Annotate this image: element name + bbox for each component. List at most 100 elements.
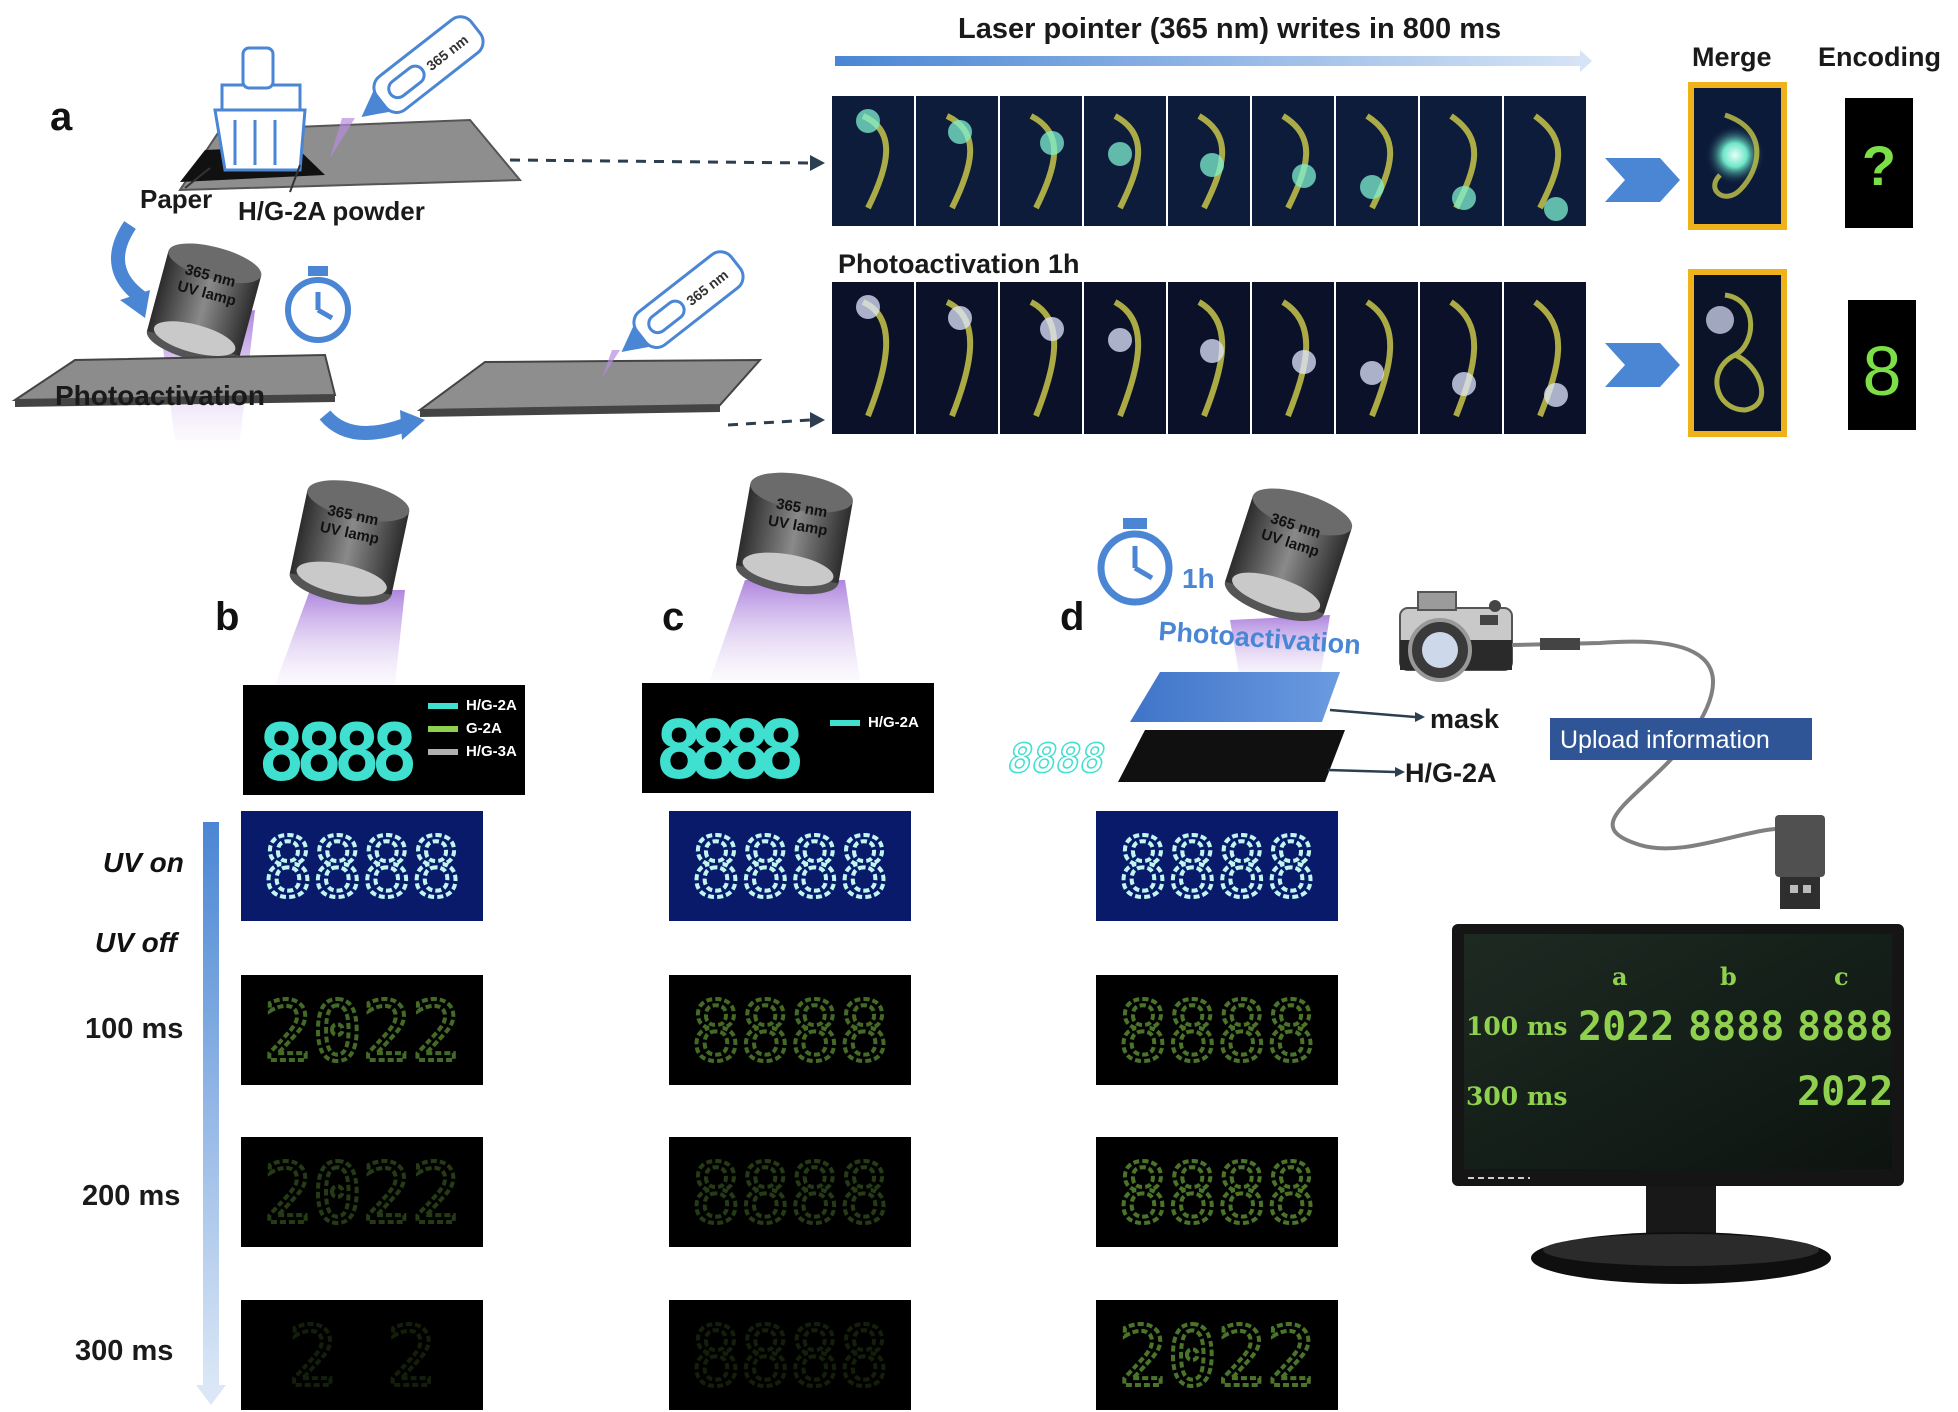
- hg-pointer: [1327, 768, 1396, 774]
- upload-information-box: [1550, 718, 1812, 760]
- row2-frame-2: [916, 282, 998, 434]
- pattern-display-c: 8888: [655, 704, 805, 797]
- row1-frame-5: [1168, 96, 1250, 226]
- uv-on-label: UV on: [103, 847, 184, 878]
- monitor-row1-a: 2022: [1578, 1004, 1674, 1050]
- monitor-row1-b: 8888: [1688, 1004, 1784, 1050]
- panel-c-letter: c: [662, 595, 684, 639]
- panel-b-letter: b: [215, 595, 239, 639]
- display-digits: 8888: [691, 821, 888, 916]
- monitor-col-a: a: [1612, 962, 1628, 991]
- uv-off-label: UV off: [95, 927, 180, 958]
- pattern-display-b: 8888: [258, 709, 418, 799]
- row1-frame-9: [1504, 96, 1586, 226]
- paper-pointer: [184, 167, 211, 189]
- hg-label: H/G-2A: [1405, 758, 1497, 788]
- time-200ms: 200 ms: [82, 1180, 180, 1212]
- legend-swatch: [428, 726, 458, 732]
- pattern-legend-box-c: [642, 683, 934, 793]
- curved-arrow-right: [319, 410, 408, 440]
- display-digits: 8888: [691, 985, 888, 1080]
- legend-c: H/G-2A: [830, 714, 919, 731]
- display-c-1: 8888: [669, 975, 911, 1085]
- monitor-content: a b c 100 ms 2022 8888 8888 300 ms 2022: [1466, 962, 1893, 1115]
- mask-digits: 2022: [1027, 674, 1133, 721]
- laser-pen-icon: 365 nm: [361, 15, 485, 117]
- row2-frame-1: [832, 282, 914, 434]
- encoding-row1-box: [1845, 98, 1913, 228]
- legend-label: H/G-2A: [868, 714, 919, 731]
- display-digits: 8888: [1118, 1147, 1315, 1242]
- legend-label: H/G-2A: [466, 697, 517, 714]
- display-digits: 2022: [1118, 1310, 1315, 1405]
- row1-frame-4: [1084, 96, 1166, 226]
- display-digits: 8888: [263, 821, 460, 916]
- time-100ms: 100 ms: [85, 1013, 183, 1045]
- uv-lamp-icon-b: 365 nm UV lamp: [275, 480, 410, 685]
- arrowhead-row1: [810, 155, 825, 171]
- upload-information-label: Upload information: [1560, 726, 1770, 754]
- encoding-header: Encoding: [1818, 42, 1941, 72]
- display-digits: 8888: [691, 1310, 888, 1405]
- legend-label: H/G-3A: [466, 743, 517, 760]
- row1-frame-strip: [832, 96, 1586, 226]
- display-b-0: 8888: [241, 811, 483, 921]
- powder-pointer: [289, 164, 301, 193]
- legend-swatch: [428, 749, 458, 755]
- pattern-legend-box-b: [243, 685, 525, 795]
- row2-frame-3: [1000, 282, 1082, 434]
- photoactivation-label-a: Photoactivation: [55, 380, 265, 411]
- dashed-arrow-row2: [727, 418, 811, 427]
- laser-title: Laser pointer (365 nm) writes in 800 ms: [958, 13, 1501, 45]
- row2-frame-4: [1084, 282, 1166, 434]
- mask-pointer: [1329, 708, 1416, 719]
- uv-lamp-icon-a: 365 nm UV lamp: [146, 243, 262, 440]
- row2-frame-strip: [832, 282, 1586, 434]
- legend-swatch: [428, 703, 458, 709]
- legend-label: G-2A: [466, 720, 502, 737]
- monitor-col-c: c: [1834, 962, 1849, 991]
- uv-lamp-icon-d: 365 nm UV lamp: [1224, 488, 1353, 680]
- encoding-row1-glyph: ?: [1862, 134, 1896, 197]
- chevron-right-icon: [1605, 343, 1680, 387]
- row2-title: Photoactivation 1h: [838, 249, 1080, 279]
- row1-frame-2: [916, 96, 998, 226]
- monitor-row2-c: 2022: [1797, 1069, 1893, 1115]
- laser-pen-icon-2: 365 nm: [621, 250, 745, 352]
- display-digits: 8888: [691, 1147, 888, 1242]
- time-arrow: [835, 56, 1580, 66]
- display-d-2: 8888: [1096, 1137, 1338, 1247]
- paper-label: Paper: [140, 184, 212, 214]
- monitor-row1-c: 8888: [1797, 1004, 1893, 1050]
- curved-arrow-down: [111, 221, 150, 306]
- uv-lamp-icon-c: 365 nm UV lamp: [710, 472, 860, 680]
- hg-digits: 8888: [1004, 734, 1110, 781]
- timeline-arrow: [203, 822, 219, 1387]
- hg-plate: [1118, 730, 1345, 782]
- brush-icon: [213, 46, 307, 172]
- time-300ms: 300 ms: [75, 1335, 173, 1367]
- laser-beam: [330, 118, 355, 158]
- usb-plug-icon: [1775, 815, 1825, 909]
- display-digits: 2022: [263, 1147, 460, 1242]
- display-c-3: 8888: [669, 1300, 911, 1410]
- legend-b: H/G-2A G-2A H/G-3A: [428, 697, 517, 760]
- camera-icon: [1399, 591, 1513, 682]
- dashed-arrow-row1: [509, 158, 811, 165]
- merge-frame-row1: [1688, 82, 1787, 230]
- row2-frame-5: [1168, 282, 1250, 434]
- display-digits: 2 2: [288, 1310, 436, 1405]
- encoding-row2-box: [1848, 300, 1916, 430]
- row2-frame-7: [1336, 282, 1418, 434]
- monitor-screen: [1464, 934, 1892, 1169]
- writing-sheet: [416, 358, 763, 412]
- display-b-3: 2 2: [241, 1300, 483, 1410]
- chevron-right-icon: [1605, 158, 1680, 202]
- display-b-2: 2022: [241, 1137, 483, 1247]
- timer-icon-a: [285, 266, 351, 343]
- display-d-1: 8888: [1096, 975, 1338, 1085]
- merge-header: Merge: [1692, 42, 1772, 72]
- row1-frame-3: [1000, 96, 1082, 226]
- row2-frame-8: [1420, 282, 1502, 434]
